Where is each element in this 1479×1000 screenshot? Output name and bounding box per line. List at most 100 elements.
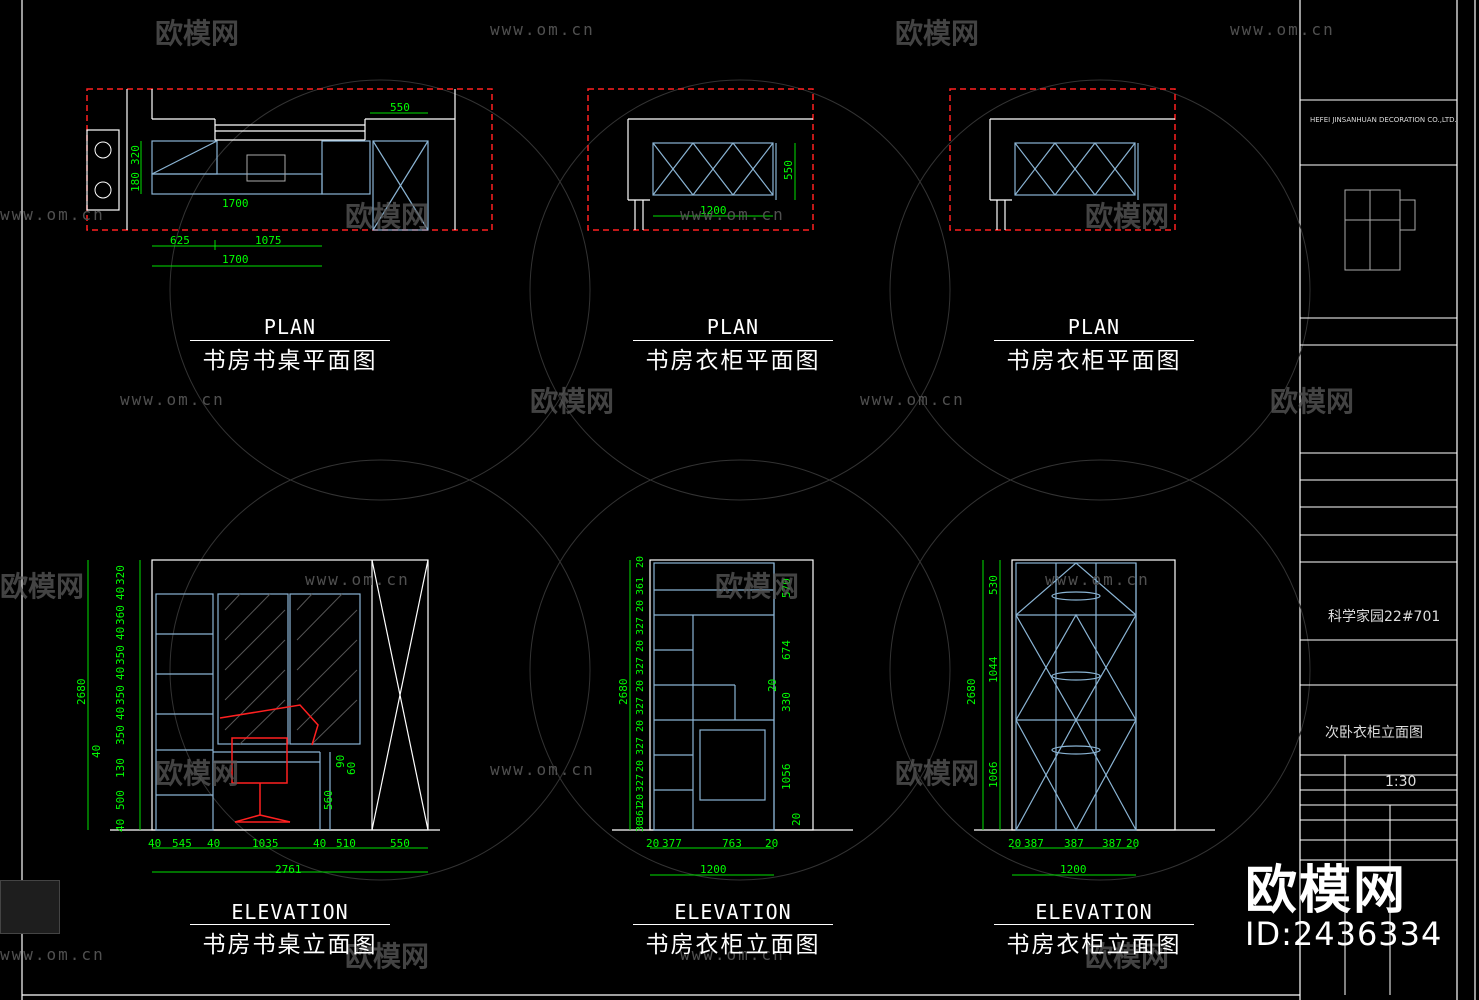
dim-text: 570 (780, 578, 793, 598)
dim-text: 2680 (75, 679, 88, 706)
watermark-logo: 欧模网 (155, 757, 240, 790)
dim-text: 2761 (275, 863, 302, 876)
dim-text: 387 (1024, 837, 1044, 850)
dim-text: 40 (114, 667, 127, 680)
elevation-desk-label-cn: 书房书桌立面图 (190, 924, 390, 959)
company-name: HEFEI JINSANHUAN DECORATION CO.,LTD. (1310, 116, 1457, 124)
dim-text: 40 (90, 745, 103, 758)
dim-text: 360 (114, 605, 127, 625)
dim-text: 500 (114, 790, 127, 810)
watermark-logo: 欧模网 (1085, 940, 1170, 973)
dim-text: 20 (635, 680, 646, 692)
dim-text: 550 (782, 160, 795, 180)
dim-text: 30 (635, 820, 646, 832)
watermark-logo: 欧模网 (155, 17, 240, 50)
watermark-logo: 欧模网 (530, 385, 615, 418)
dim-text: 545 (172, 837, 192, 850)
elevation-wardrobe-1-label-en: ELEVATION (674, 900, 792, 924)
watermark-arcs (169, 79, 1311, 881)
plan-wardrobe-1-label-en: PLAN (706, 315, 760, 339)
plan-desk-label-en: PLAN (263, 315, 317, 339)
dim-text: 60 (345, 762, 358, 775)
plan-wardrobe-1: 1200 550 (587, 88, 814, 231)
dim-text: 1700 (222, 253, 249, 266)
watermark-url: www.om.cn (490, 760, 595, 779)
dim-text: 674 (780, 640, 793, 660)
dim-text: 1066 (987, 762, 1000, 789)
drawing-scale: 1:30 (1385, 774, 1417, 790)
watermark-url: www.om.cn (305, 570, 410, 589)
dim-text: 327 (635, 657, 646, 675)
title-block-floorplan-thumb (1344, 189, 1416, 271)
dim-text: 550 (390, 101, 410, 114)
dim-text: 20 (790, 813, 803, 826)
drawing-frame (21, 0, 1476, 1000)
dim-text: 320 (129, 145, 142, 165)
watermark-logo: 欧模网 (1270, 385, 1355, 418)
dim-text: 20 (635, 556, 646, 568)
plan-wardrobe-1-label-cn: 书房衣柜平面图 (633, 340, 833, 375)
dim-text: 1056 (780, 764, 793, 791)
dim-text: 40 (114, 587, 127, 600)
dim-text: 20 (635, 640, 646, 652)
dim-text: 20 (635, 760, 646, 772)
elevation-desk: 2680 2761 40 545 40 1035 40 510 550 560 … (75, 559, 440, 876)
watermark-url: www.om.cn (120, 390, 225, 409)
dim-text: 377 (662, 837, 682, 850)
dim-text: 20 (1126, 837, 1139, 850)
watermark-url: www.om.cn (860, 390, 965, 409)
dim-text: 320 (114, 565, 127, 585)
dim-text: 327 (635, 737, 646, 755)
dim-text: 350 (114, 685, 127, 705)
watermark-logo: 欧模网 (895, 757, 980, 790)
elevation-wardrobe-2-label-en: ELEVATION (1035, 900, 1153, 924)
watermark-url: www.om.cn (680, 945, 785, 964)
dim-text: 510 (336, 837, 356, 850)
plan-wardrobe-2 (949, 88, 1176, 231)
dim-text: 40 (148, 837, 161, 850)
dim-text: 20 (635, 600, 646, 612)
dim-text: 350 (114, 645, 127, 665)
plan-desk-label-cn: 书房书桌平面图 (190, 340, 390, 375)
dim-text: 1200 (1060, 863, 1087, 876)
dim-text: 20 (646, 837, 659, 850)
dim-text: 180 (129, 172, 142, 192)
title-block-grid (1300, 99, 1457, 995)
dim-text: 387 (1064, 837, 1084, 850)
dim-text: 1035 (252, 837, 279, 850)
command-line-panel[interactable] (0, 880, 60, 934)
dim-text: 20 (1008, 837, 1021, 850)
dim-text: 330 (780, 692, 793, 712)
dim-text: 40 (114, 627, 127, 640)
dim-text: 530 (987, 575, 1000, 595)
dim-text: 40 (114, 707, 127, 720)
dim-text: 550 (390, 837, 410, 850)
dim-text: 327 (635, 774, 646, 792)
dim-text: 625 (170, 234, 190, 247)
dim-text: 361 (635, 577, 646, 595)
dim-text: 350 (114, 725, 127, 745)
dim-text: 2680 (965, 679, 978, 706)
plan-wardrobe-2-label-en: PLAN (1067, 315, 1121, 339)
watermark-url: www.om.cn (0, 945, 105, 964)
dim-text: 40 (313, 837, 326, 850)
elevation-desk-label-en: ELEVATION (231, 900, 349, 924)
dim-text: 20 (765, 837, 778, 850)
dim-text: 327 (635, 697, 646, 715)
watermark-logo: 欧模网 (1085, 200, 1170, 233)
dim-text: 40 (114, 819, 127, 832)
elevation-wardrobe-2: 2680 530 1044 1066 1200 20 387 387 387 2… (965, 559, 1215, 876)
watermark-logo: 欧模网 (345, 940, 430, 973)
dim-text: 327 (635, 617, 646, 635)
watermark-logo: 欧模网 (0, 570, 85, 603)
project-name: 科学家园22#701 (1328, 609, 1441, 625)
dim-text: 361 (635, 804, 646, 822)
watermark-logo: 欧模网 (715, 570, 800, 603)
elevation-wardrobe-1-label-cn: 书房衣柜立面图 (633, 924, 833, 959)
dim-text: 1200 (700, 863, 727, 876)
watermark-logo: 欧模网 (345, 200, 430, 233)
watermark-url: www.om.cn (680, 205, 785, 224)
elevation-wardrobe-2-label-cn: 书房衣柜立面图 (994, 924, 1194, 959)
watermark-logo: 欧模网 (895, 17, 980, 50)
